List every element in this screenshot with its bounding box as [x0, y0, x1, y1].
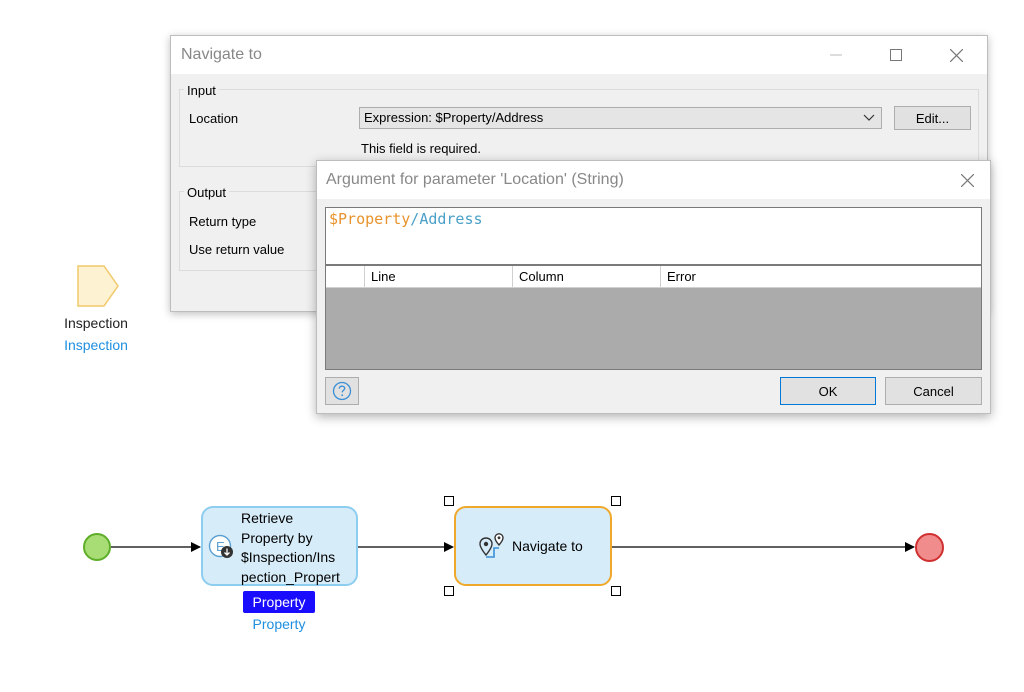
column-header-column[interactable]: Column [512, 266, 660, 288]
retrieve-activity-caption: Retrieve Property by $Inspection/Ins pec… [241, 509, 355, 587]
output-variable-badge[interactable]: Property [243, 591, 315, 613]
edit-button[interactable]: Edit... [894, 106, 971, 130]
location-select[interactable]: Expression: $Property/Address [359, 107, 882, 129]
argument-close-button[interactable] [944, 165, 990, 195]
help-button[interactable] [325, 377, 359, 405]
close-button[interactable] [933, 40, 979, 70]
error-grid[interactable]: Line Column Error [325, 265, 982, 370]
expression-editor[interactable]: $Property/Address [325, 207, 982, 265]
close-icon [960, 173, 974, 187]
validation-message: This field is required. [361, 141, 481, 156]
output-variable-type: Property [252, 616, 306, 632]
map-pin-route-icon [479, 533, 504, 558]
return-type-label: Return type [189, 214, 257, 229]
expression-separator: / [410, 210, 420, 228]
column-header-error[interactable]: Error [660, 266, 981, 288]
argument-dialog-title: Argument for parameter 'Location' (Strin… [326, 171, 624, 188]
dialog-titlebar: Navigate to [171, 36, 987, 74]
ok-button[interactable]: OK [780, 377, 876, 405]
expression-variable: $Property [329, 210, 411, 228]
column-header-line[interactable]: Line [364, 266, 512, 288]
retrieve-line-4: pection_Propert [241, 568, 340, 585]
maximize-icon [890, 49, 902, 61]
maximize-button[interactable] [873, 40, 919, 70]
chevron-down-icon [863, 114, 875, 121]
resize-handle-bottom-left[interactable] [444, 586, 454, 596]
location-label: Location [189, 111, 239, 126]
retrieve-icon: E [208, 534, 233, 558]
location-value: Expression: $Property/Address [364, 110, 544, 125]
resize-handle-top-left[interactable] [444, 496, 454, 506]
navigate-to-activity-label: Navigate to [512, 538, 583, 554]
resize-handle-bottom-right[interactable] [611, 586, 621, 596]
dialog-title: Navigate to [181, 46, 262, 63]
expression-attribute: Address [419, 210, 483, 228]
parameter-type: Inspection [64, 337, 128, 353]
use-return-value-label: Use return value [189, 242, 285, 257]
parameter-name: Inspection [64, 315, 128, 331]
row-header-cell [326, 266, 364, 288]
end-event[interactable] [915, 533, 944, 562]
start-event[interactable] [83, 533, 111, 561]
argument-dialog-titlebar: Argument for parameter 'Location' (Strin… [317, 161, 990, 199]
input-legend: Input [184, 83, 219, 98]
close-icon [949, 48, 963, 62]
retrieve-line-1: Retrieve [241, 510, 294, 526]
parameter-icon[interactable] [76, 265, 120, 307]
minimize-button[interactable] [813, 40, 859, 70]
cancel-button[interactable]: Cancel [885, 377, 982, 405]
error-grid-header: Line Column Error [326, 266, 981, 288]
argument-dialog: Argument for parameter 'Location' (Strin… [316, 160, 991, 414]
resize-handle-top-right[interactable] [611, 496, 621, 506]
retrieve-line-3: $Inspection/Ins [241, 549, 336, 565]
retrieve-line-2: Property by [241, 529, 313, 546]
minimize-icon [830, 54, 842, 56]
navigate-to-activity[interactable] [454, 506, 612, 586]
svg-text:E: E [216, 539, 225, 554]
help-icon [332, 381, 352, 401]
output-legend: Output [184, 185, 230, 200]
